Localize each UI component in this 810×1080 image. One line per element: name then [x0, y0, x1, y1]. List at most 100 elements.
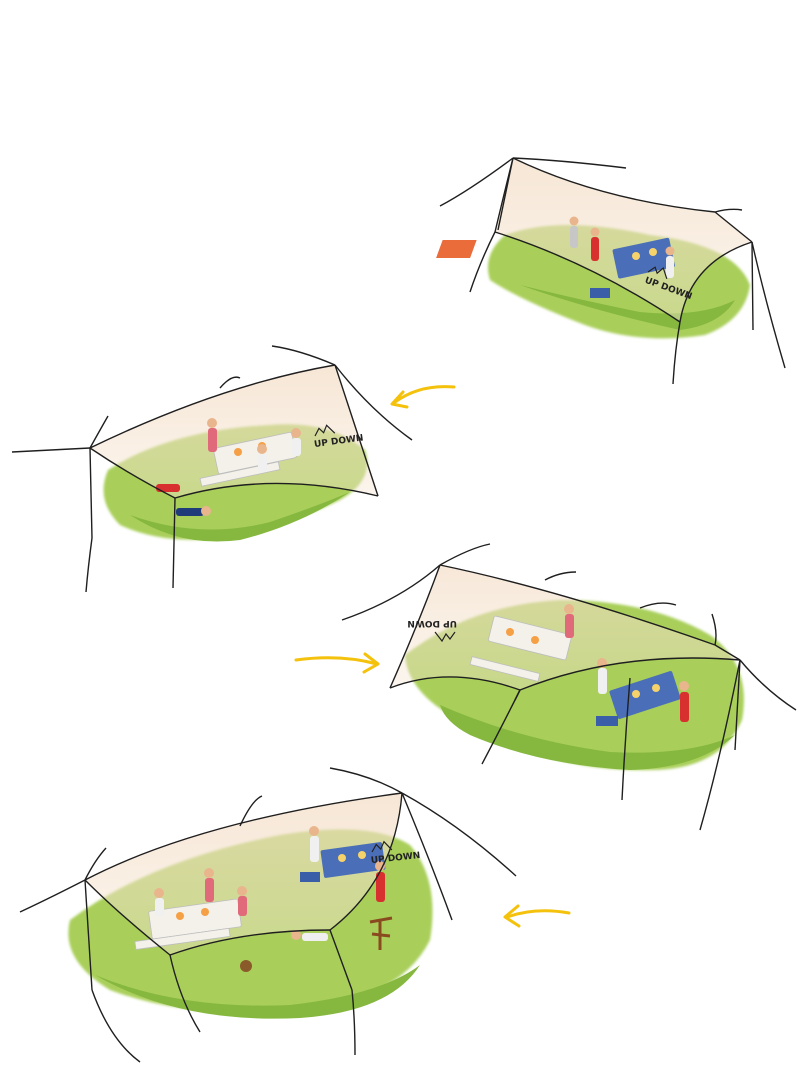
guy-line [84, 847, 107, 881]
logo-text: UP DOWN [407, 618, 457, 628]
pole [172, 497, 176, 589]
person-seated [292, 438, 301, 456]
guy-line [711, 613, 717, 646]
scene-3: UP DOWN [341, 543, 797, 831]
guy-line [11, 447, 91, 453]
blue-stool [590, 288, 610, 298]
mountain-peaks-icon [314, 424, 336, 437]
guy-line [751, 241, 786, 369]
guy-line [89, 415, 109, 449]
picnic-group [436, 216, 675, 298]
plate [652, 684, 660, 692]
mountain-peaks-icon [371, 840, 393, 853]
plate [506, 628, 514, 636]
blue-picnic-table [612, 237, 675, 279]
tarp-frame [341, 543, 797, 831]
guy-line [714, 208, 743, 213]
guy-line [85, 537, 93, 593]
arrow-head [503, 904, 521, 928]
person-lying [302, 933, 328, 941]
curved-arrow-icon [505, 909, 571, 919]
tarp-frame [439, 157, 786, 385]
guy-line [621, 677, 631, 801]
plate [234, 448, 242, 456]
grass-patch-shade [440, 705, 735, 770]
curved-arrow-icon [294, 656, 379, 666]
person-head [291, 428, 301, 438]
person-seated [155, 898, 164, 916]
tarp-frame [11, 345, 413, 593]
arrow-head [390, 390, 409, 409]
person-standing [570, 226, 578, 248]
blue-stool [300, 872, 320, 882]
pole [84, 879, 93, 991]
person-head [237, 886, 247, 896]
scene-1: UP DOWN [436, 157, 786, 385]
guy-line [329, 767, 403, 794]
person-pink [565, 614, 574, 638]
mountain-peaks-icon [647, 266, 668, 280]
person-standing [310, 836, 319, 862]
plate [201, 908, 209, 916]
person-head [679, 681, 689, 691]
bench [134, 927, 231, 950]
person-head [564, 604, 574, 614]
guy-line [271, 345, 336, 366]
guy-line [439, 543, 491, 566]
plate [632, 690, 640, 698]
guy-line [91, 989, 141, 1063]
person-head [665, 246, 675, 256]
person-head [590, 227, 600, 237]
person-head [207, 418, 217, 428]
plate [338, 854, 346, 862]
person-head [375, 861, 385, 871]
person-lying [176, 508, 204, 516]
person-seated [258, 454, 267, 472]
guy-line [19, 879, 86, 913]
picnic-blanket [436, 240, 477, 258]
guy-line [544, 571, 577, 581]
pole [751, 241, 754, 331]
white-picnic-table [488, 615, 572, 661]
guy-line [401, 792, 453, 921]
guy-line [341, 564, 441, 621]
person-head [154, 888, 164, 898]
guy-line [512, 157, 627, 169]
guy-line [401, 792, 517, 877]
pole [497, 157, 514, 231]
person-right [666, 256, 674, 278]
pole [89, 447, 93, 539]
plate [649, 248, 657, 256]
guy-line [334, 364, 413, 441]
curved-arrow-icon [393, 385, 456, 404]
signpost [369, 916, 393, 950]
pole [329, 929, 353, 991]
person-head [201, 506, 211, 516]
guy-line [481, 689, 521, 765]
grass-patch-shade [130, 492, 350, 542]
grass-patch-shade [95, 965, 420, 1019]
guy-line [351, 989, 356, 1056]
person-red [591, 237, 599, 261]
tarp-frame [19, 767, 517, 1063]
person-red [680, 692, 689, 722]
plate [176, 912, 184, 920]
picnic-group [156, 418, 301, 516]
picnic-group [134, 826, 393, 972]
person-head [257, 444, 267, 454]
guy-line [699, 659, 741, 831]
guy-line [639, 602, 677, 609]
person-lying [156, 484, 180, 492]
plate [358, 851, 366, 859]
mountain-peaks-icon [434, 631, 456, 643]
pole [734, 659, 741, 751]
tarp [495, 158, 752, 322]
scene-2: UP DOWN [11, 345, 413, 593]
guy-line [739, 659, 797, 711]
plate [531, 636, 539, 644]
scene-4: UP DOWN [19, 767, 517, 1063]
guy-line [169, 954, 201, 1033]
guy-line [439, 157, 514, 207]
bench [469, 656, 541, 682]
